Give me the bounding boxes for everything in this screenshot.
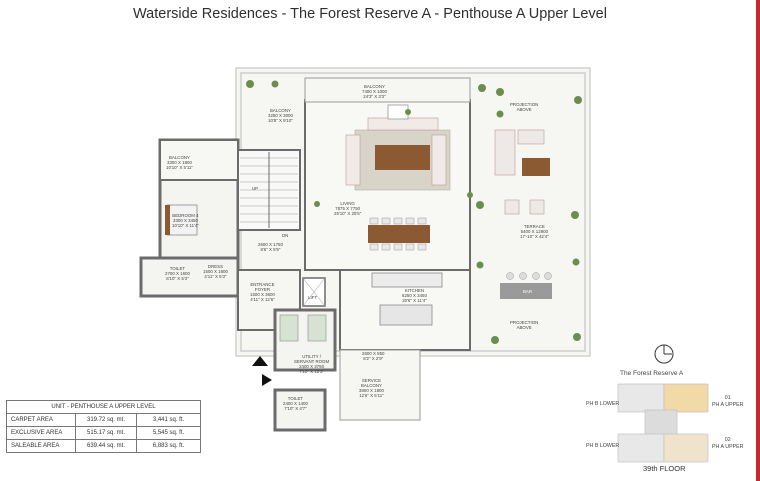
service-balcony-area (339, 349, 421, 421)
page-title: Waterside Residences - The Forest Reserv… (133, 6, 607, 22)
sofa-top (367, 117, 439, 131)
label-lift: LIFT (308, 295, 318, 300)
table-row: SALEABLE AREA 639.44 sq. mt. 6,883 sq. f… (6, 439, 201, 453)
bar-stools (506, 272, 552, 280)
entry-arrow-2 (262, 374, 272, 386)
area-table-header: UNIT - PENTHOUSE A UPPER LEVEL (6, 400, 201, 414)
key-label-ph-b-lower-2: PH B LOWER (586, 443, 620, 449)
plant-pots (246, 80, 582, 344)
top-balcony-area (304, 77, 471, 103)
label-bar: BAR (523, 289, 533, 294)
table-row: CARPET AREA 319.72 sq. mt. 3,441 sq. ft. (6, 413, 201, 427)
label-stair-up: UP (252, 186, 259, 191)
coffee-table (375, 145, 430, 170)
sofa-right (431, 134, 447, 186)
lounge-chair-1 (504, 199, 520, 215)
terrace-sofa (494, 129, 516, 176)
floor-label: 39th FLOOR (643, 464, 686, 473)
key-plan (617, 383, 709, 463)
area-table: UNIT - PENTHOUSE A UPPER LEVEL CARPET AR… (6, 400, 201, 453)
kitchen-island (379, 304, 433, 326)
sofa-left (345, 134, 361, 186)
stair-treads (240, 152, 298, 228)
key-plan-title: The Forest Reserve A (620, 370, 684, 377)
terrace-sofa-2 (517, 129, 545, 145)
table-row: EXCLUSIVE AREA 515.17 sq. mt. 5,545 sq. … (6, 426, 201, 440)
bar-counter (500, 283, 552, 299)
dining-table (368, 225, 430, 243)
utility-bed-1 (279, 314, 299, 342)
toilet-dress-area (139, 256, 240, 298)
label-stair-dn: DN (282, 233, 289, 238)
bed-headboard (165, 205, 170, 235)
key-label-ph-b-lower-1: PH B LOWER (586, 401, 620, 407)
terrace-table (522, 158, 550, 176)
utility-bed-2 (307, 314, 327, 342)
kitchen-counter (371, 272, 443, 288)
accent-bar (756, 0, 760, 481)
lounge-chair-2 (529, 199, 545, 215)
dining-chairs (369, 217, 427, 251)
bottom-toilet (273, 388, 327, 432)
entry-arrow-1 (252, 356, 268, 366)
bedroom-balcony-area (159, 139, 239, 181)
